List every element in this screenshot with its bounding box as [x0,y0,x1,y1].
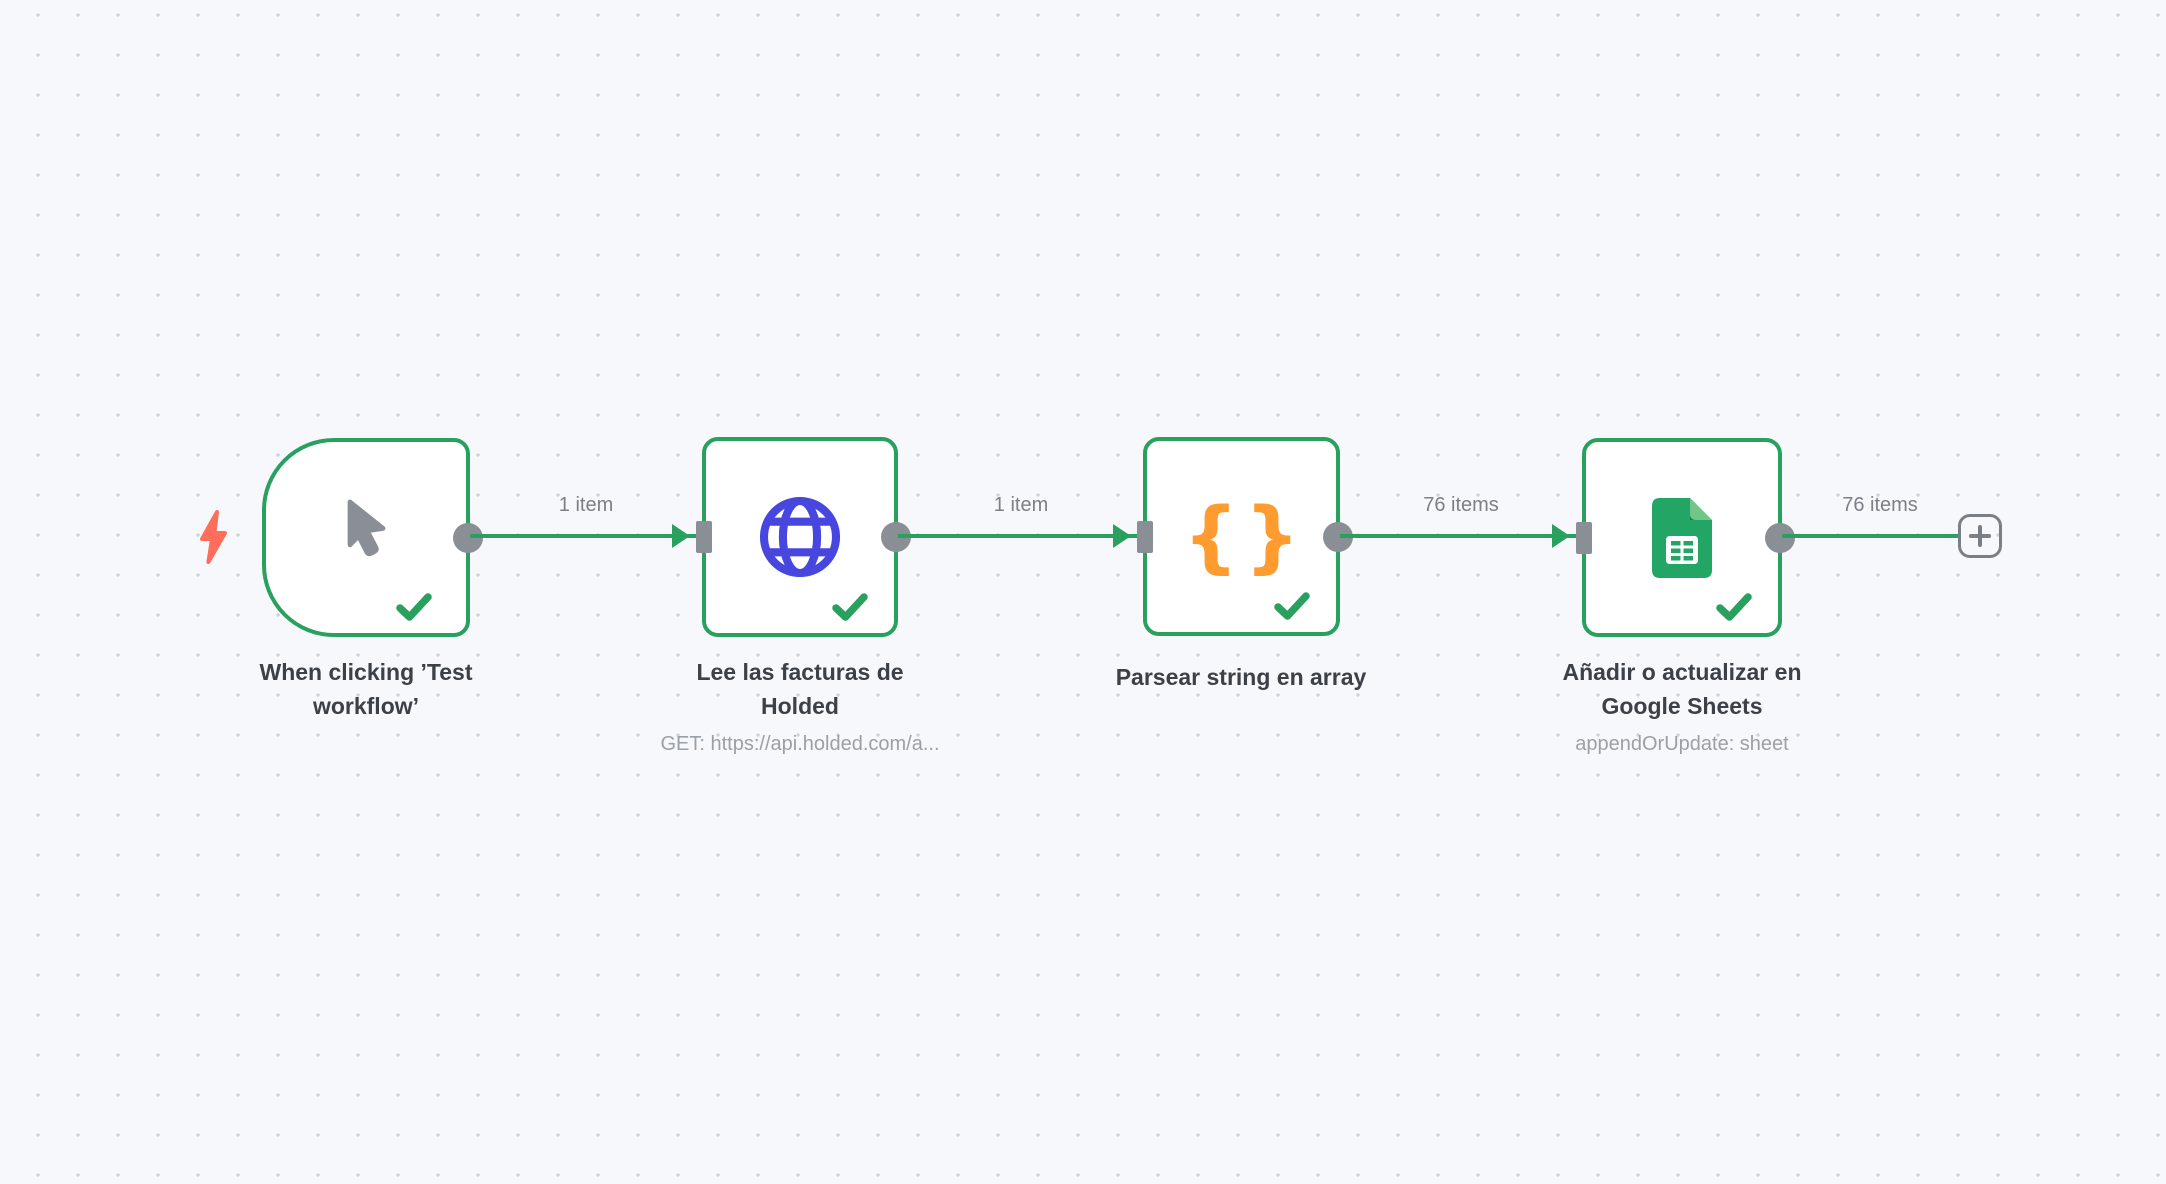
node-http-request[interactable] [696,437,911,637]
success-check-icon [832,593,868,621]
connection-line[interactable] [1782,534,1958,538]
add-node-button[interactable] [1958,514,2002,558]
node-subtitle: appendOrUpdate: sheet [1575,733,1789,755]
connection-arrow-icon [1552,524,1570,548]
node-title: Parsear string en array [1115,664,1367,690]
node-google-sheets[interactable] [1576,438,1795,637]
success-check-icon [1716,593,1752,621]
success-check-icon [396,593,432,621]
connection-items-label: 76 items [1842,494,1918,516]
connection-items-label: 76 items [1423,494,1499,516]
cursor-icon [347,499,386,556]
input-connector[interactable] [696,521,712,553]
connection-arrow-icon [672,524,690,548]
plus-icon [1969,525,1991,547]
success-check-icon [1274,592,1310,620]
google-sheets-icon [1652,497,1712,578]
input-connector[interactable] [1137,520,1153,553]
input-connector[interactable] [1576,521,1592,554]
trigger-bolt-icon [200,510,227,564]
node-title: When clicking ’Test workflow’ [259,659,473,719]
connection-items-label: 1 item [993,494,1049,516]
curly-braces-icon: {} [1182,491,1307,582]
connection-arrow-icon [1113,524,1131,548]
node-manual-trigger[interactable] [262,438,483,637]
node-subtitle: GET: https://api.holded.com/a... [660,733,940,755]
node-code[interactable]: {} [1137,437,1353,636]
node-title: Añadir o actualizar en Google Sheets [1562,659,1802,719]
node-title: Lee las facturas de Holded [696,659,904,719]
connection-line[interactable] [898,524,1143,548]
globe-icon [759,496,841,578]
connection-line[interactable] [470,524,702,548]
connection-items-label: 1 item [558,494,614,516]
connection-line[interactable] [1340,524,1582,548]
